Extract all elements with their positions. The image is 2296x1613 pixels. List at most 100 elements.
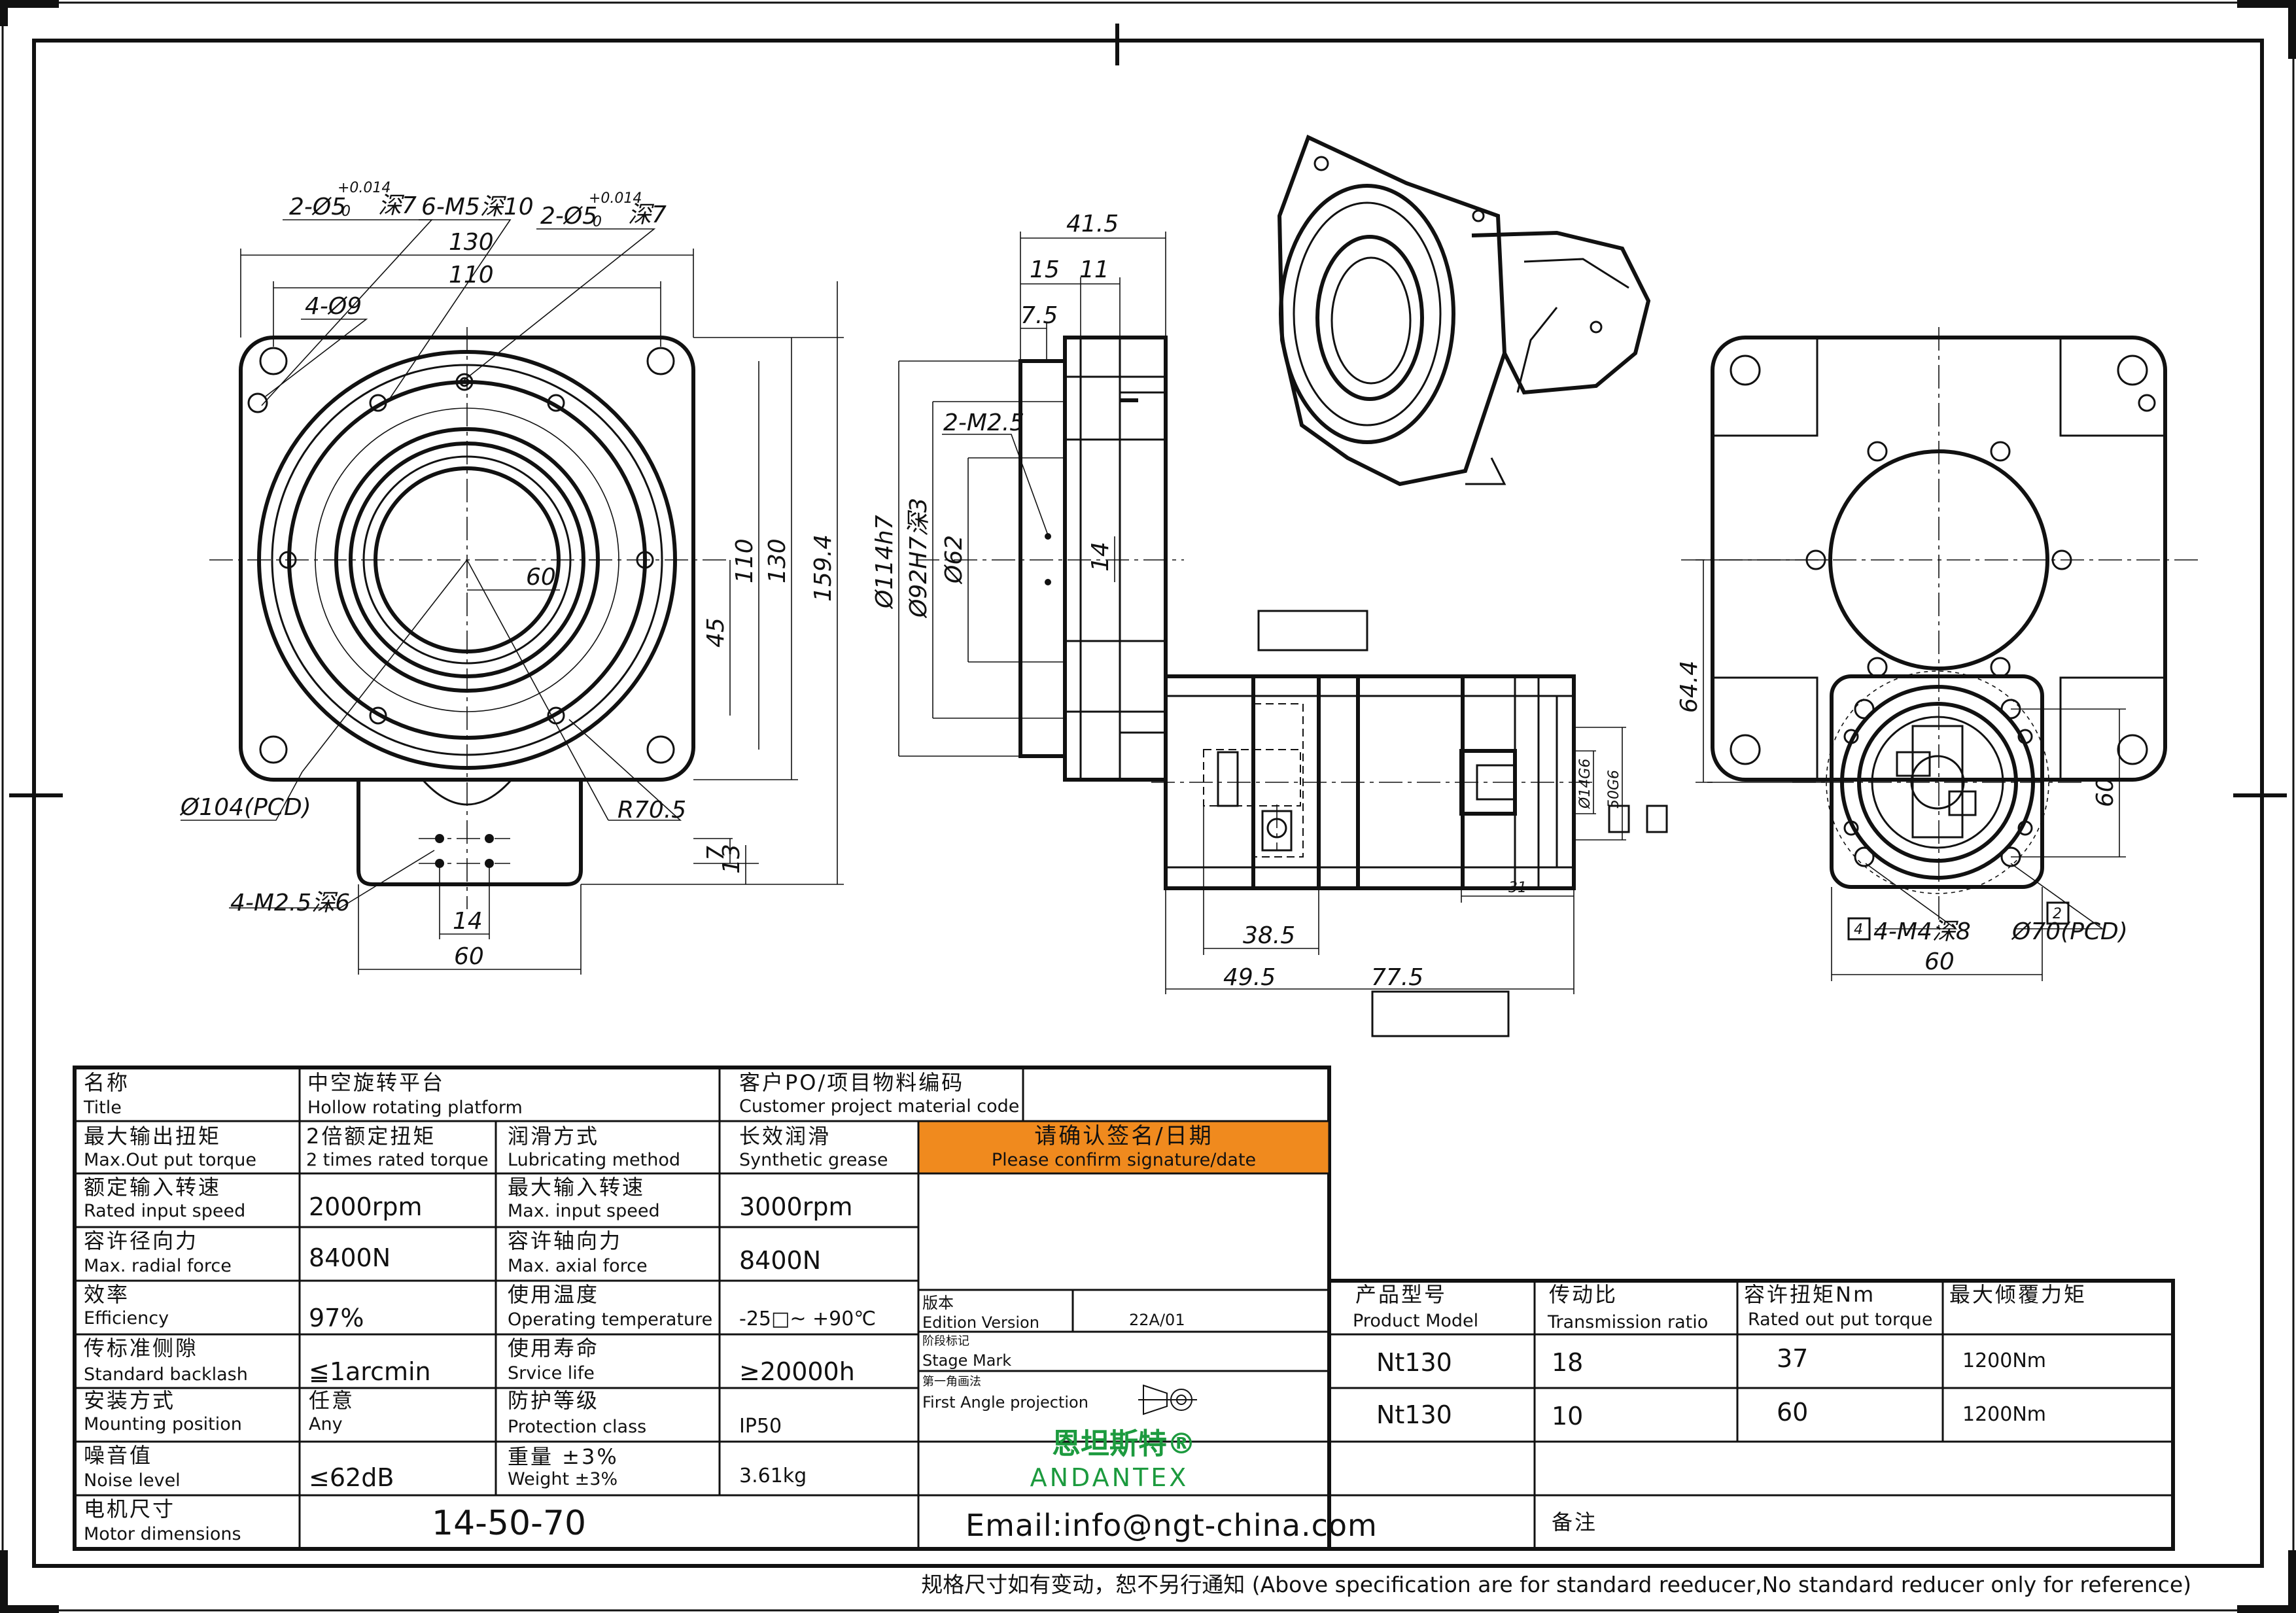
row3-value: 97% — [309, 1304, 364, 1332]
confirm-signature-bar — [917, 1120, 1331, 1175]
dim-7: 7 — [703, 846, 729, 861]
dim-62: Ø62 — [941, 535, 967, 585]
dim-6-m5: 6-M5深10 — [421, 194, 534, 220]
motor-en: Motor dimensions — [84, 1524, 241, 1544]
dim-114h7: Ø114h7 — [871, 515, 898, 610]
title-en: Title — [83, 1098, 122, 1118]
circle-mark-2: 2 — [2053, 906, 2062, 922]
dim-92h7: Ø92H7深3 — [905, 498, 932, 619]
side-view — [898, 232, 1668, 1037]
row0-value2-en: Synthetic grease — [739, 1150, 888, 1170]
row2-label2-en: Max. axial force — [508, 1256, 648, 1276]
motor-value: 14-50-70 — [432, 1504, 586, 1543]
dim-50g6: 50G6 — [1606, 770, 1622, 808]
title-value-en: Hollow rotating platform — [307, 1098, 523, 1118]
front-view — [181, 219, 844, 975]
dim-2-m2-5: 2-M2.5 — [943, 409, 1024, 436]
row6-label-en: Noise level — [84, 1470, 181, 1491]
dim-14: 14 — [453, 908, 483, 935]
brand-logo-en: ANDANTEX — [1030, 1463, 1189, 1492]
customer-code-en: Customer project material code — [739, 1096, 1019, 1117]
dim-depth-b: 深7 — [628, 201, 667, 228]
row6-value: ≤62dB — [309, 1463, 394, 1492]
model-row0-torque: 37 — [1777, 1344, 1808, 1373]
row1-label-cn: 额定输入转速 — [84, 1175, 221, 1200]
row0-value-en: 2 times rated torque — [306, 1150, 489, 1170]
model-header3-cn: 最大倾覆力矩 — [1949, 1282, 2087, 1307]
email: Email:info@ngt-china.com — [965, 1508, 1378, 1543]
title-cn: 名称 — [84, 1070, 130, 1095]
dim-60-center: 60 — [526, 564, 556, 591]
dim-110-top: 110 — [449, 262, 494, 288]
model-row1-torque: 60 — [1777, 1398, 1808, 1427]
row5-value-cn: 任意 — [309, 1388, 355, 1413]
dim-4-m4: 4-M4深8 — [1873, 918, 1971, 945]
row4-value2: ≥20000h — [739, 1357, 855, 1386]
projection-cn: 第一角画法 — [922, 1375, 981, 1389]
side-view-labels: 41.5 15 11 7.5 2-M2.5 Ø114h7 Ø92H7深3 Ø62… — [871, 211, 1622, 991]
dim-31: 31 — [1508, 880, 1527, 896]
dim-pcd104: Ø104(PCD) — [179, 794, 311, 821]
dim-r70-5: R70.5 — [617, 797, 686, 824]
dim-49-5: 49.5 — [1223, 964, 1276, 991]
row0-label2-cn: 润滑方式 — [508, 1124, 599, 1149]
row4-value: ≦1arcmin — [309, 1357, 431, 1386]
edition-value: 22A/01 — [1129, 1311, 1185, 1329]
dim-4x9: 4-Ø9 — [305, 293, 362, 320]
row5-value-en: Any — [309, 1414, 343, 1434]
confirm-cn: 请确认签名/日期 — [1034, 1123, 1213, 1149]
dim-64-4: 64.4 — [1676, 661, 1703, 713]
row3-label-cn: 效率 — [84, 1282, 130, 1307]
row2-value2: 8400N — [739, 1246, 821, 1275]
dim-2x5-left: 2-Ø5 — [289, 194, 346, 220]
dim-159-4: 159.4 — [810, 534, 837, 602]
row5-label2-cn: 防护等级 — [508, 1388, 599, 1413]
stage-cn: 阶段标记 — [922, 1334, 969, 1348]
row4-label-en: Standard backlash — [84, 1364, 248, 1385]
model-header2-cn: 容许扭矩Nm — [1744, 1282, 1875, 1307]
row5-value2: IP50 — [739, 1415, 782, 1438]
circle-mark-4: 4 — [1854, 922, 1863, 938]
row4-label2-cn: 使用寿命 — [508, 1336, 599, 1361]
row6-value2: 3.61kg — [739, 1465, 807, 1487]
dim-tol-lower: 0 — [341, 203, 351, 220]
dim-77-5: 77.5 — [1371, 964, 1423, 991]
row6-label2-en: Weight ±3% — [508, 1469, 617, 1489]
dim-110-side: 110 — [731, 538, 758, 583]
model-row1-ratio: 10 — [1552, 1402, 1583, 1431]
projection-en: First Angle projection — [922, 1393, 1088, 1412]
edition-en: Edition Version — [922, 1313, 1039, 1332]
dim-tol-lower-b: 0 — [593, 214, 602, 230]
model-row1-tilting: 1200Nm — [1962, 1403, 2046, 1426]
model-header1-cn: 传动比 — [1549, 1282, 1618, 1307]
row0-value-cn: 2倍额定扭矩 — [306, 1124, 436, 1149]
front-view-labels: 2-Ø5 +0.014 0 深7 6-M5深10 2-Ø5 +0.014 0 深… — [179, 180, 837, 970]
row0-label-en: Max.Out put torque — [84, 1150, 256, 1170]
edition-cn: 版本 — [922, 1294, 954, 1312]
row3-label2-en: Operating temperature — [508, 1309, 712, 1330]
model-header2-en: Rated out put torque — [1748, 1309, 1932, 1330]
row5-label-cn: 安装方式 — [84, 1388, 175, 1413]
row6-label2-cn: 重量 ±3% — [508, 1444, 619, 1469]
isometric-view — [1277, 134, 1651, 487]
rear-view-labels: 64.4 60 4-M4深8 4 Ø70(PCD) 2 60 — [1676, 661, 2128, 975]
dim-15: 15 — [1030, 256, 1060, 283]
dim-14-side: 14 — [1087, 542, 1114, 572]
title-value-cn: 中空旋转平台 — [307, 1070, 445, 1095]
dim-130-side: 130 — [764, 538, 791, 583]
dim-13: 13 — [718, 844, 745, 874]
model-table — [1327, 1279, 2175, 1551]
dim-4-m2-5: 4-M2.5深6 — [230, 890, 350, 916]
row3-value2: -25□~ +90℃ — [739, 1308, 876, 1330]
row6-label-cn: 噪音值 — [84, 1443, 152, 1468]
row5-label2-en: Protection class — [508, 1417, 646, 1437]
row3-label-en: Efficiency — [84, 1308, 169, 1328]
brand-logo-cn: 恩坦斯特® — [1052, 1427, 1196, 1461]
dim-11: 11 — [1079, 256, 1109, 283]
row1-label2-cn: 最大输入转速 — [508, 1175, 645, 1200]
row0-label-cn: 最大输出扭矩 — [84, 1124, 221, 1149]
dim-7-5: 7.5 — [1020, 302, 1058, 329]
stage-en: Stage Mark — [922, 1351, 1011, 1370]
row0-label2-en: Lubricating method — [508, 1150, 680, 1170]
